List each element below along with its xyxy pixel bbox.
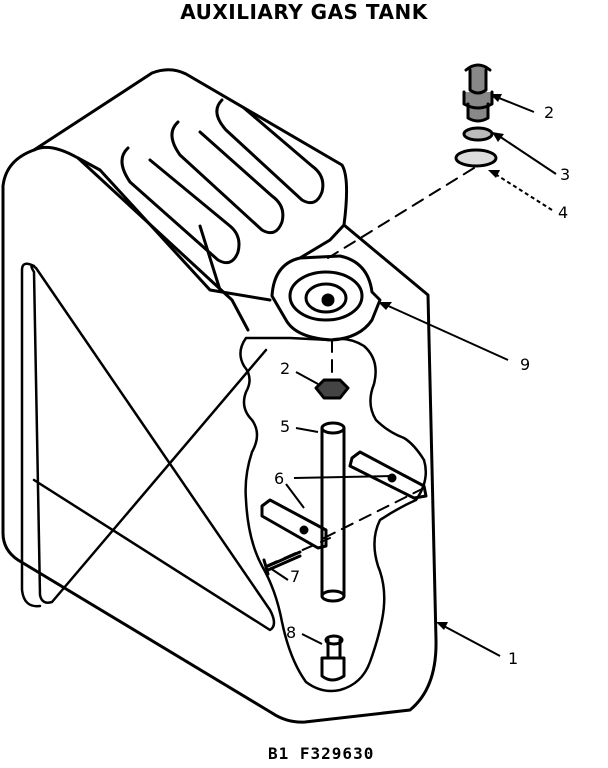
- assembly-centerline: [327, 167, 475, 259]
- callout-7: 7: [290, 567, 300, 586]
- pickup-tube: [320, 426, 346, 598]
- pickup-tube-top: [320, 421, 346, 435]
- washer-3: [462, 126, 494, 142]
- leader-2-lower: [295, 371, 319, 385]
- leader-2-top: [493, 95, 535, 113]
- tank-x-embossing-inner: [20, 262, 42, 608]
- arrow-4: [488, 170, 500, 178]
- leader-3: [495, 133, 557, 175]
- tank-top-slot: [198, 224, 222, 292]
- callout-6: 6: [274, 469, 284, 488]
- arrow-1: [436, 622, 448, 630]
- tank-body-outline: [1, 68, 438, 724]
- nut-lower: [314, 378, 350, 400]
- callout-9: 9: [520, 355, 530, 374]
- callout-2-lower: 2: [280, 359, 290, 378]
- leader-4: [491, 171, 553, 211]
- filler-neck-hole: [321, 293, 335, 307]
- filler-neck-inner: [304, 282, 348, 314]
- tank-handle-right: [215, 98, 325, 205]
- tank-x-embossing: [30, 264, 276, 632]
- leader-6a: [285, 483, 305, 509]
- leader-7: [269, 567, 289, 581]
- gasket-4: [454, 148, 498, 168]
- bottom-fitting-top: [324, 634, 344, 646]
- tank-front-top-edge: [32, 145, 250, 332]
- tank-top-face-edge: [76, 156, 272, 302]
- callout-5: 5: [280, 417, 290, 436]
- arrow-2-top: [490, 94, 502, 102]
- tank-handle-left: [120, 146, 241, 265]
- leader-9: [383, 303, 509, 361]
- arrow-9: [378, 302, 392, 310]
- filler-neck: [270, 254, 382, 342]
- strap-hole-2: [299, 525, 309, 535]
- callout-3: 3: [560, 165, 570, 184]
- tank-cutaway: [239, 336, 427, 693]
- leader-6b: [293, 475, 393, 479]
- leader-8: [301, 633, 323, 645]
- strap-bracket-right: [348, 450, 428, 500]
- arrow-3: [492, 132, 504, 142]
- tube-centerline: [265, 339, 425, 567]
- callout-2-top: 2: [544, 103, 554, 122]
- tank-side-ridge: [298, 223, 346, 260]
- leader-5: [295, 427, 319, 433]
- drawing-number: B1 F329630: [268, 744, 375, 763]
- filler-neck-opening: [288, 270, 364, 322]
- diagram-title: AUXILIARY GAS TANK: [180, 0, 428, 24]
- callout-4: 4: [558, 203, 568, 222]
- tank-handle-middle: [170, 120, 285, 235]
- bottom-fitting: [320, 638, 346, 682]
- fitting-stack-top: [462, 63, 494, 123]
- strap-bracket-left: [260, 498, 328, 550]
- callout-1: 1: [508, 649, 518, 668]
- pickup-tube-bottom: [320, 589, 346, 603]
- callout-8: 8: [286, 623, 296, 642]
- leader-1: [439, 623, 501, 657]
